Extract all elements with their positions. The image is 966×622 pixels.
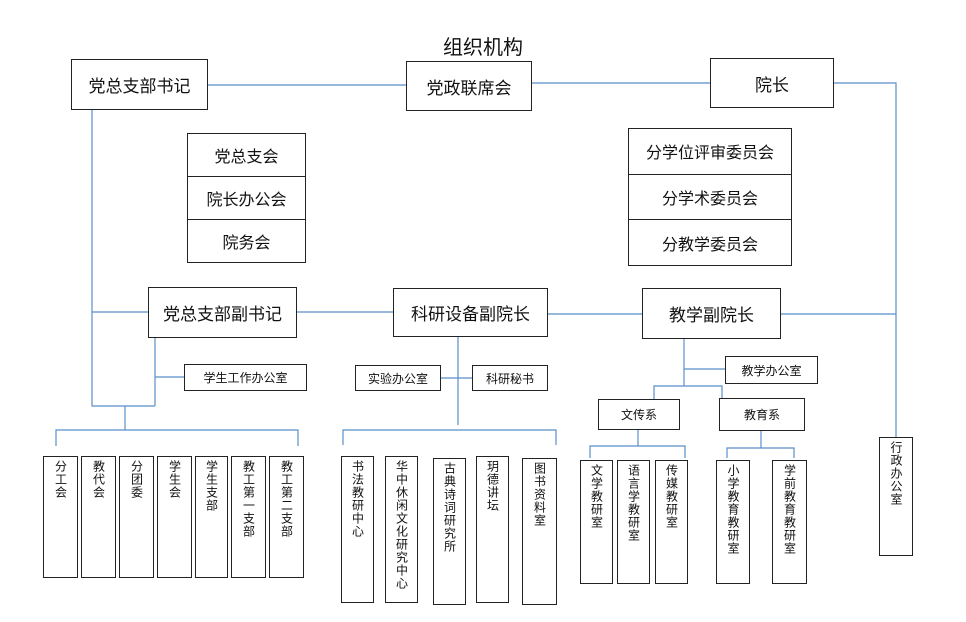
council-item: 分学术委员会 — [629, 173, 791, 220]
wenchuan-unit: 文学教研室 — [580, 460, 613, 584]
party-unit: 学生会 — [157, 456, 192, 578]
node-dean: 院长 — [710, 58, 834, 108]
wenchuan-unit-label: 语言学教研室 — [626, 464, 641, 542]
council-item: 党总支会 — [214, 147, 279, 166]
research-unit: 玥德讲坛 — [476, 456, 509, 603]
councils-left: 党总支会 院长办公会 院务会 — [187, 133, 306, 263]
chart-title: 组织机构 — [443, 35, 523, 59]
research-unit: 古典诗词研究所 — [433, 458, 466, 605]
research-unit-label: 古典诗词研究所 — [442, 462, 457, 553]
education-unit: 小学教育教研室 — [716, 460, 750, 584]
node-research-secretary: 科研秘书 — [472, 365, 548, 391]
party-unit-label: 分团委 — [129, 460, 144, 499]
party-unit-label: 教工第二支部 — [279, 460, 294, 538]
node-party-secretary: 党总支部书记 — [71, 59, 208, 110]
node-lab-office: 实验办公室 — [355, 365, 441, 391]
wenchuan-unit: 传媒教研室 — [655, 460, 688, 584]
council-item: 分教学委员会 — [629, 219, 791, 265]
node-dept-wenchuan: 文传系 — [598, 399, 680, 430]
node-research-vice-dean: 科研设备副院长 — [393, 288, 548, 337]
node-party-deputy: 党总支部副书记 — [148, 287, 297, 338]
education-unit-label: 学前教育教研室 — [782, 464, 797, 555]
research-unit-label: 华中休闲文化研究中心 — [394, 460, 409, 590]
education-unit: 学前教育教研室 — [772, 460, 807, 584]
research-unit: 书法教研中心 — [341, 456, 374, 603]
research-unit-label: 书法教研中心 — [350, 460, 365, 538]
party-unit: 教工第二支部 — [269, 456, 304, 578]
node-dept-education: 教育系 — [719, 398, 805, 431]
party-unit-label: 教工第一支部 — [241, 460, 256, 538]
wenchuan-unit-label: 文学教研室 — [589, 464, 604, 529]
node-joint-meeting: 党政联席会 — [406, 61, 532, 111]
party-unit: 教工第一支部 — [231, 456, 266, 578]
research-unit: 图书资料室 — [522, 458, 557, 605]
party-unit: 分团委 — [119, 456, 154, 578]
councils-right: 分学位评审委员会 分学术委员会 分教学委员会 — [628, 128, 792, 266]
node-teaching-office: 教学办公室 — [725, 356, 818, 384]
node-admin-office-label: 行政办公室 — [889, 441, 903, 506]
wenchuan-unit-label: 传媒教研室 — [664, 464, 679, 529]
node-student-office: 学生工作办公室 — [184, 364, 307, 391]
party-unit: 教代会 — [81, 456, 116, 578]
wenchuan-unit: 语言学教研室 — [617, 460, 650, 584]
council-item: 院务会 — [188, 219, 305, 262]
education-unit-label: 小学教育教研室 — [726, 464, 740, 555]
research-unit: 华中休闲文化研究中心 — [385, 456, 418, 603]
party-unit-label: 教代会 — [91, 460, 106, 499]
party-unit: 学生支部 — [195, 456, 228, 578]
party-unit-label: 分工会 — [53, 460, 68, 499]
council-item: 院长办公会 — [188, 176, 305, 219]
party-unit-label: 学生会 — [167, 460, 182, 499]
council-item: 分学位评审委员会 — [645, 143, 774, 163]
party-unit-label: 学生支部 — [204, 460, 219, 512]
research-unit-label: 玥德讲坛 — [485, 460, 500, 512]
party-unit: 分工会 — [43, 456, 78, 578]
research-unit-label: 图书资料室 — [532, 462, 547, 527]
node-teaching-vice-dean: 教学副院长 — [642, 288, 781, 339]
node-admin-office: 行政办公室 — [879, 437, 913, 556]
